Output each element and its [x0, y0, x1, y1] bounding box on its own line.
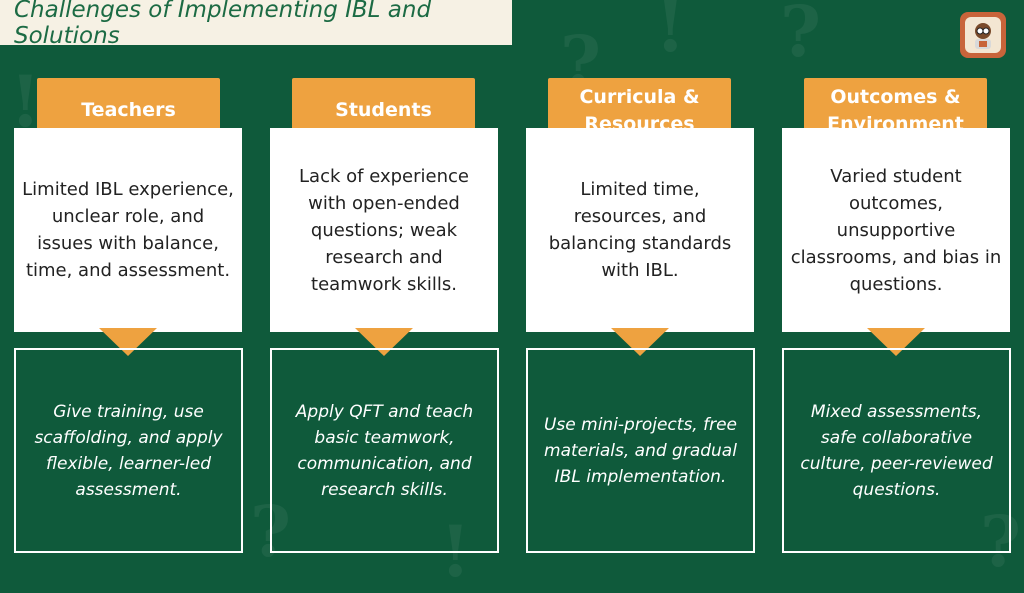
challenge-card-curricula: Limited time, resources, and balancing s… [526, 128, 754, 332]
decorative-question: ? [980, 500, 1022, 583]
page-title: Challenges of Implementing IBL and Solut… [14, 0, 432, 49]
decorative-question: ? [780, 0, 822, 73]
title-bar: Challenges of Implementing IBL and Solut… [0, 0, 512, 49]
logo-icon [960, 12, 1006, 58]
decorative-exclamation: ! [655, 0, 686, 68]
challenge-card-outcomes: Varied student outcomes, unsupportive cl… [782, 128, 1010, 332]
solution-box-teachers: Give training, use scaffolding, and appl… [14, 348, 243, 553]
solution-box-curricula: Use mini-projects, free materials, and g… [526, 348, 755, 553]
solution-box-outcomes: Mixed assessments, safe collaborative cu… [782, 348, 1011, 553]
arrow-down-icon [611, 328, 669, 356]
arrow-down-icon [355, 328, 413, 356]
solution-box-students: Apply QFT and teach basic teamwork, comm… [270, 348, 499, 553]
arrow-down-icon [99, 328, 157, 356]
arrow-down-icon [867, 328, 925, 356]
challenge-card-teachers: Limited IBL experience, unclear role, an… [14, 128, 242, 332]
challenge-card-students: Lack of experience with open-ended quest… [270, 128, 498, 332]
